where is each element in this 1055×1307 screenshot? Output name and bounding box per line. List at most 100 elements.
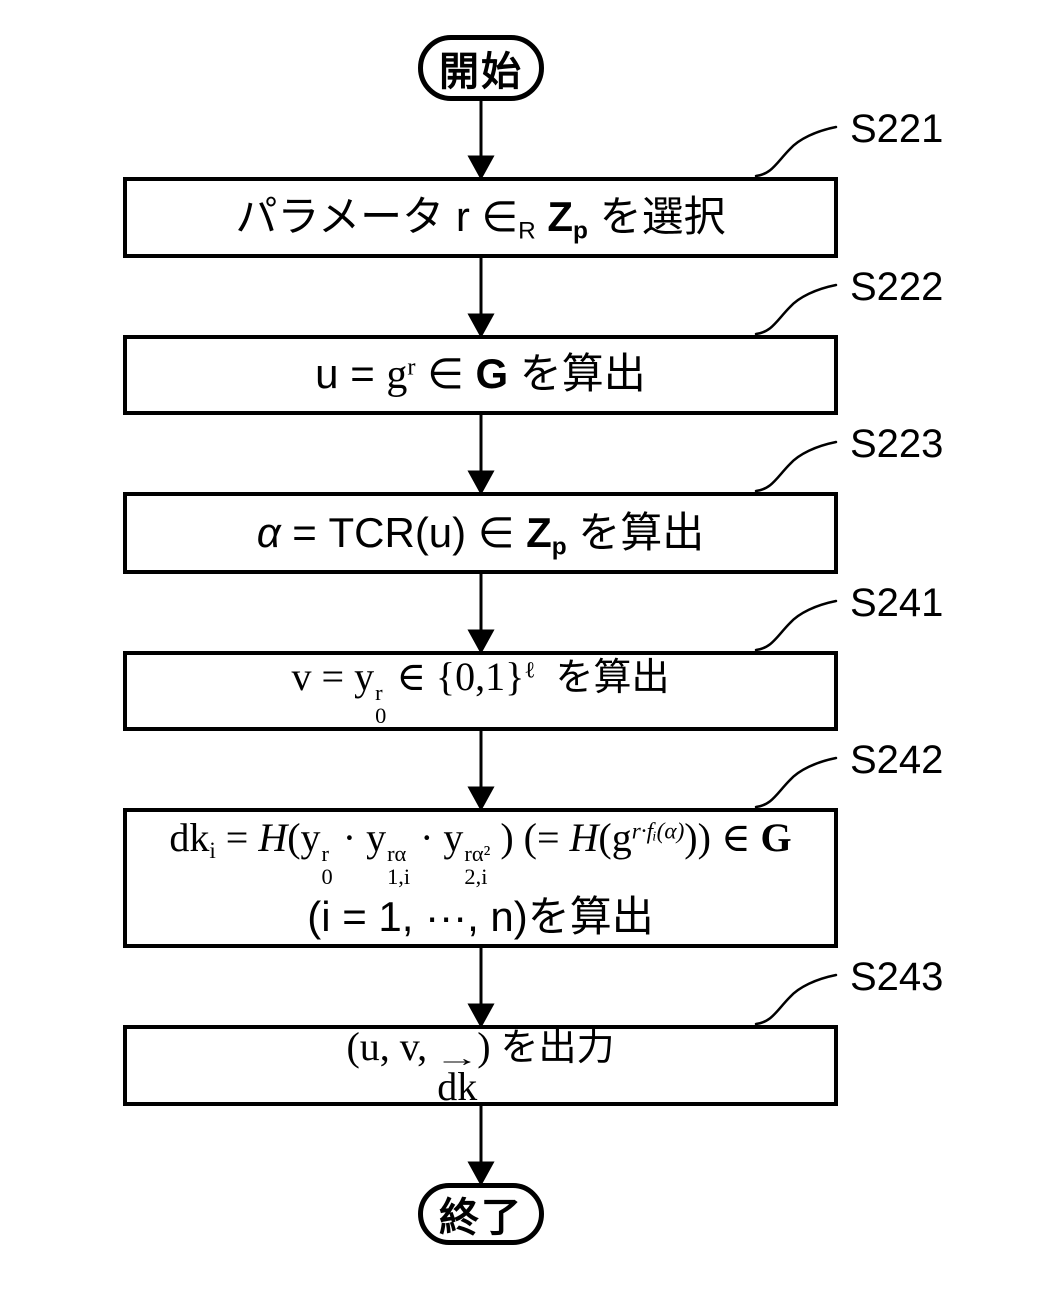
step-label-s222: S222 (850, 265, 944, 309)
formula-base: dk (437, 1063, 478, 1109)
subscript: R (518, 217, 536, 245)
flow-arrow (467, 727, 495, 812)
flow-arrow (467, 254, 495, 339)
flow-arrow (467, 411, 495, 496)
subscript: 2,i (464, 864, 488, 890)
formula-token: {0,1}ℓ (435, 654, 536, 700)
flow-arrow (467, 100, 495, 181)
formula-base: y (300, 815, 321, 861)
leader-line (754, 283, 838, 336)
formula-token: ∈ (415, 350, 476, 398)
formula-s242-line2: (i = 1, ···, n)を算出 (307, 893, 654, 941)
superscript: ℓ (524, 657, 536, 684)
subscript: 0 (321, 864, 333, 890)
flow-arrow (467, 944, 495, 1029)
formula-s243: (u, v, →dk) を出力 (346, 1024, 614, 1106)
formula-token: r·fᵢ(α) (632, 815, 685, 860)
superscript: r (407, 353, 416, 381)
step-label-s221: S221 (850, 107, 944, 151)
formula-token: = TCR(u) ∈ (280, 508, 527, 556)
formula-token: を選択 (587, 193, 726, 241)
subscript: 0 (375, 703, 387, 729)
leader-line (754, 125, 838, 178)
step-label-s242: S242 (850, 738, 944, 782)
formula-token: ( (287, 815, 301, 861)
step-label-s241: S241 (850, 581, 944, 625)
formula-token: ∈R (481, 193, 536, 245)
formula-token: = (215, 815, 259, 861)
superscript: r (375, 679, 383, 705)
start-terminal-label: 開始 (439, 50, 523, 94)
formula-token: · (332, 815, 367, 861)
formula-s221: パラメータ r ∈R Zp を選択 (235, 193, 726, 245)
subscript: p (573, 217, 588, 245)
formula-token (536, 193, 548, 240)
process-box-s221: パラメータ r ∈R Zp を選択 (123, 177, 838, 258)
formula-token: ∈ (386, 654, 436, 700)
flow-arrow (467, 1102, 495, 1187)
formula-s223: α = TCR(u) ∈ Zp を算出 (256, 508, 705, 561)
formula-token: →dk (434, 1046, 480, 1109)
formula-token (535, 654, 555, 699)
formula-token: G (760, 815, 792, 861)
leader-line (754, 756, 838, 809)
formula-token: H (258, 815, 288, 861)
subscript: p (551, 533, 567, 561)
formula-token: H (569, 815, 599, 861)
start-terminal: 開始 (418, 35, 544, 101)
process-box-s223: α = TCR(u) ∈ Zp を算出 (123, 492, 838, 574)
formula-token: u = (315, 350, 387, 398)
leader-line (754, 599, 838, 652)
formula-token: Zp (526, 508, 567, 561)
formula-token: v = (291, 654, 355, 700)
end-terminal-label: 終了 (439, 1196, 523, 1240)
subscript: i (209, 838, 216, 865)
formula-token: G (475, 350, 509, 398)
flow-arrows (467, 100, 495, 1187)
superscript: r (321, 840, 330, 866)
formula-s222: u = gr ∈ G を算出 (315, 350, 646, 399)
step-label-s223: S223 (850, 422, 944, 466)
superscript: rα² (464, 840, 491, 866)
formula-token: を出力 (500, 1027, 615, 1070)
formula-base: y (354, 654, 375, 700)
process-box-s243: (u, v, →dk) を出力 (123, 1024, 838, 1106)
formula-token: パラメータ r (235, 193, 482, 241)
formula-token: を算出 (555, 657, 670, 700)
formula-token: )) ∈ (684, 815, 761, 861)
end-terminal: 終了 (418, 1183, 544, 1245)
formula-token: (u, v, (346, 1024, 438, 1070)
formula-token: (g (598, 815, 632, 861)
step-label-s243: S243 (850, 955, 944, 999)
formula-token: dki (169, 815, 216, 865)
leader-line (754, 440, 838, 493)
formula-base: y (366, 815, 387, 861)
flow-arrow (467, 570, 495, 655)
formula-token: α (256, 508, 281, 556)
vector-arrow: → (434, 1046, 480, 1073)
formula-token: ) (= (490, 815, 570, 861)
process-box-s222: u = gr ∈ G を算出 (123, 335, 838, 415)
formula-token: Zp (547, 193, 588, 245)
subscript: 1,i (387, 864, 411, 890)
formula-token: を算出 (566, 508, 705, 556)
formula-token: ) (477, 1024, 501, 1070)
formula-token: gr (386, 352, 416, 399)
superscript: rα (387, 840, 407, 866)
formula-token: を算出 (508, 350, 646, 398)
formula-token: (i = 1, ···, n)を算出 (307, 892, 654, 940)
leader-line (754, 973, 838, 1026)
